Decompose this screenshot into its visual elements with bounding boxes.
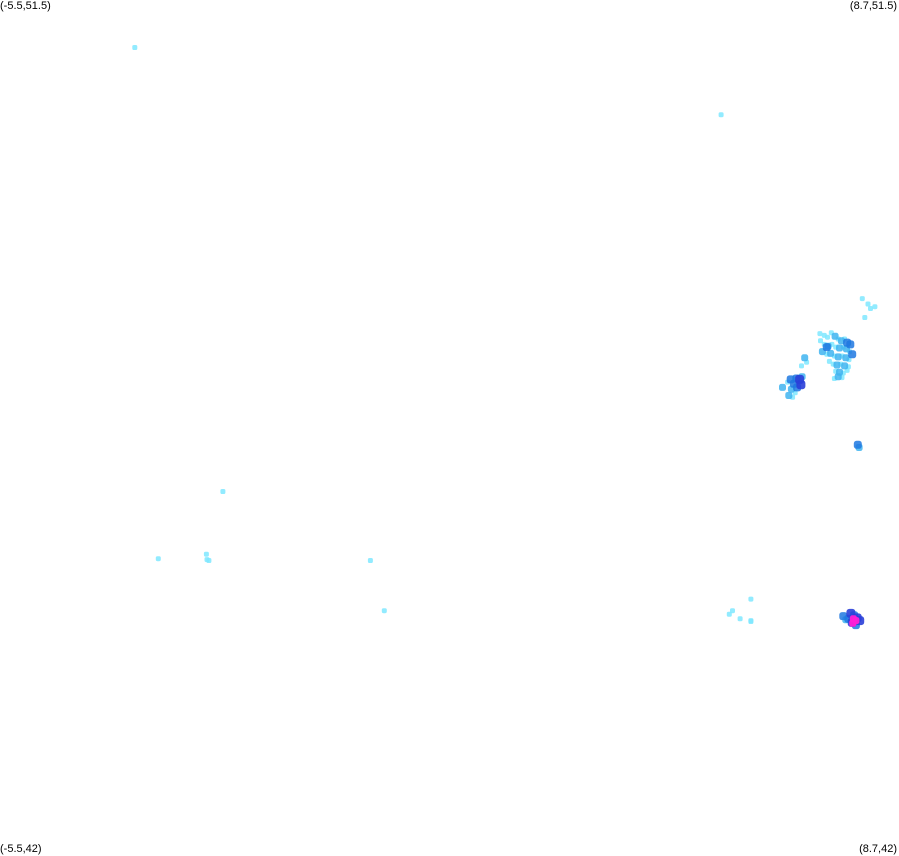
map-point <box>203 551 209 557</box>
map-point <box>841 362 849 370</box>
map-point <box>818 338 823 344</box>
map-point <box>817 331 823 337</box>
map-point <box>737 616 743 622</box>
map-point <box>842 354 850 362</box>
map-point <box>848 350 857 359</box>
map-point <box>718 112 724 118</box>
points-layer <box>132 45 878 630</box>
map-point <box>796 380 806 390</box>
corner-label-bottom-left: (-5.5,42) <box>0 843 42 855</box>
map-point <box>730 608 735 614</box>
map-point <box>799 363 804 369</box>
map-point <box>381 608 387 614</box>
map-point <box>859 296 865 302</box>
map-point <box>836 344 843 352</box>
map-point <box>834 353 842 361</box>
map-point <box>826 358 832 364</box>
map-point <box>155 556 161 562</box>
map-point <box>785 392 793 399</box>
map-point <box>846 340 855 349</box>
map-point <box>726 611 732 617</box>
map-point <box>868 306 873 311</box>
map-point <box>367 558 373 563</box>
map-point <box>862 315 868 320</box>
map-point <box>849 619 857 627</box>
map-point <box>827 349 835 357</box>
map-point <box>779 383 786 391</box>
map-point <box>822 343 831 352</box>
map-point <box>833 361 841 369</box>
map-point <box>831 332 839 340</box>
map-point <box>748 619 754 624</box>
map-point <box>872 304 878 310</box>
corner-label-top-left: (-5.5,51.5) <box>0 0 51 12</box>
corner-label-top-right: (8.7,51.5) <box>849 0 897 12</box>
map-point <box>801 354 809 362</box>
map-point <box>206 558 212 563</box>
map-point <box>748 596 754 602</box>
map-point <box>132 45 138 50</box>
map-point <box>853 440 862 449</box>
map-point <box>825 334 830 340</box>
corner-label-bottom-right: (8.7,42) <box>859 843 897 855</box>
map-point <box>220 489 226 494</box>
map-point <box>865 301 871 307</box>
map-point <box>834 373 842 381</box>
